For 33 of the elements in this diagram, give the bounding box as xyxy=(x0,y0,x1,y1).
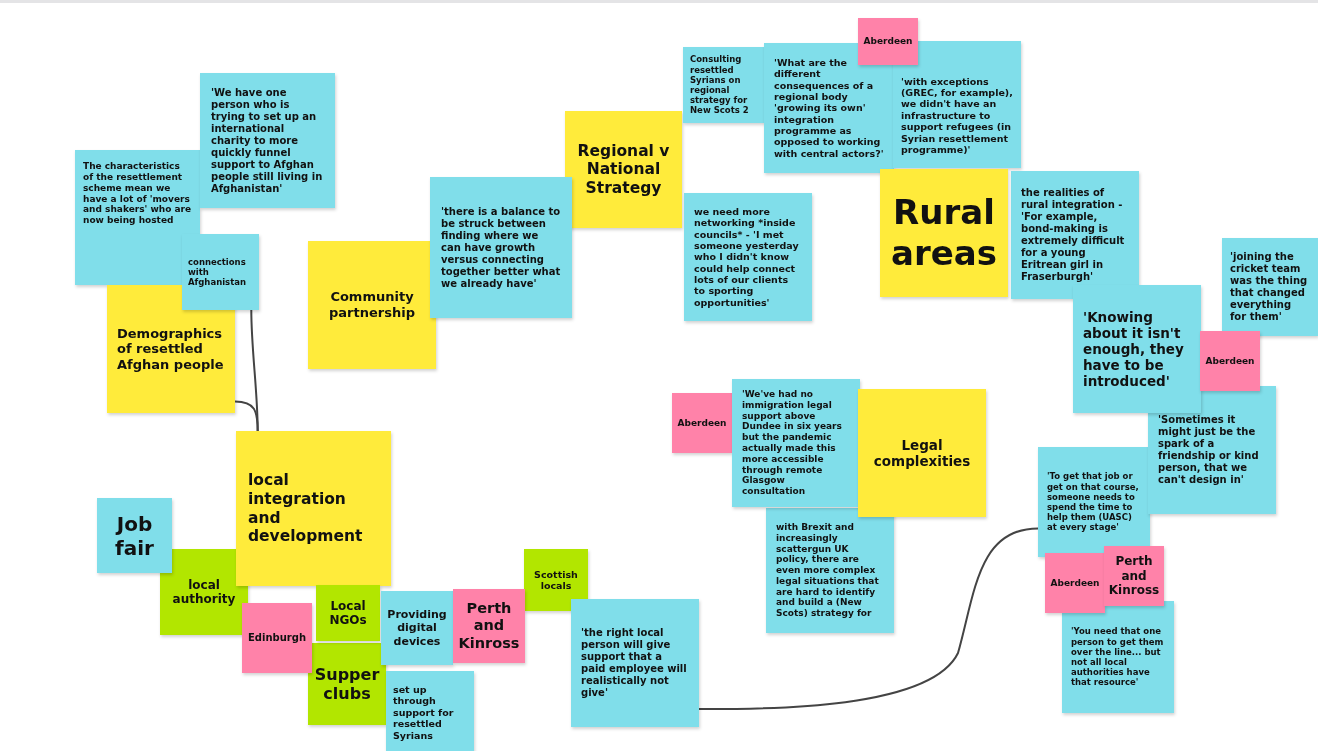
connector-line xyxy=(698,527,1039,711)
sticky-note: Scottish locals xyxy=(524,549,588,611)
sticky-note: the realities of rural integration - 'For example, bond-making is extremely difficult for a young Eritrean girl in Fraserburgh' xyxy=(1011,171,1139,299)
sticky-note: Providing digital devices xyxy=(381,591,453,665)
sticky-note: 'joining the cricket team was the thing that changed everything for them' xyxy=(1222,238,1318,336)
sticky-note: we need more networking *inside councils* - 'I met someone yesterday who I didn't know could help connect lots of our clients to sporting opportunities' xyxy=(684,193,812,321)
sticky-note: Perth and Kinross xyxy=(453,589,525,663)
sticky-note: Aberdeen xyxy=(672,393,732,453)
sticky-note: Supper clubs xyxy=(308,643,386,725)
sticky-note: Edinburgh xyxy=(242,603,312,673)
sticky-note: 'the right local person will give support that a paid employee will realistically not give' xyxy=(571,599,699,727)
sticky-note: 'there is a balance to be struck between finding where we can have growth versus connecting together better what we already have' xyxy=(430,177,572,318)
sticky-note: Community partnership xyxy=(308,241,436,369)
sticky-note: Rural areas xyxy=(880,169,1008,297)
sticky-note: Aberdeen xyxy=(1045,553,1105,613)
sticky-note: 'We have one person who is trying to set up an international charity to more quickly funnel support to Afghan people still living in Afghanistan' xyxy=(200,73,335,208)
sticky-note: Aberdeen xyxy=(858,18,918,65)
sticky-note: Aberdeen xyxy=(1200,331,1260,391)
sticky-note: 'Knowing about it isn't enough, they have to be introduced' xyxy=(1073,285,1201,413)
sticky-note: 'You need that one person to get them over the line... but not all local authorities have that resource' xyxy=(1062,601,1174,713)
connector-line xyxy=(234,400,259,432)
sticky-note: Legal complexities xyxy=(858,389,986,517)
sticky-note: Perth and Kinross xyxy=(1104,546,1164,606)
sticky-note: Job fair xyxy=(97,498,172,573)
sticky-note: Local NGOs xyxy=(316,585,380,641)
sticky-note: 'What are the different consequences of a regional body 'growing its own' integration programme as opposed to working with central actors?' xyxy=(764,43,894,173)
sticky-note: Consulting resettled Syrians on regional strategy for New Scots 2 xyxy=(683,47,765,123)
sticky-note: 'We've had no immigration legal support above Dundee in six years but the pandemic actually made this more accessible through remote Glasgow consultation xyxy=(732,379,860,507)
sticky-note: local integration and development xyxy=(236,431,391,586)
sticky-note: set up through support for resettled Syrians xyxy=(386,671,474,751)
sticky-note: connections with Afghanistan xyxy=(182,234,259,310)
sticky-note: Regional v National Strategy xyxy=(565,111,682,228)
sticky-note: with Brexit and increasingly scattergun UK policy, there are even more complex legal situations that are hard to identify and build a (New Scots) strategy for xyxy=(766,508,894,633)
